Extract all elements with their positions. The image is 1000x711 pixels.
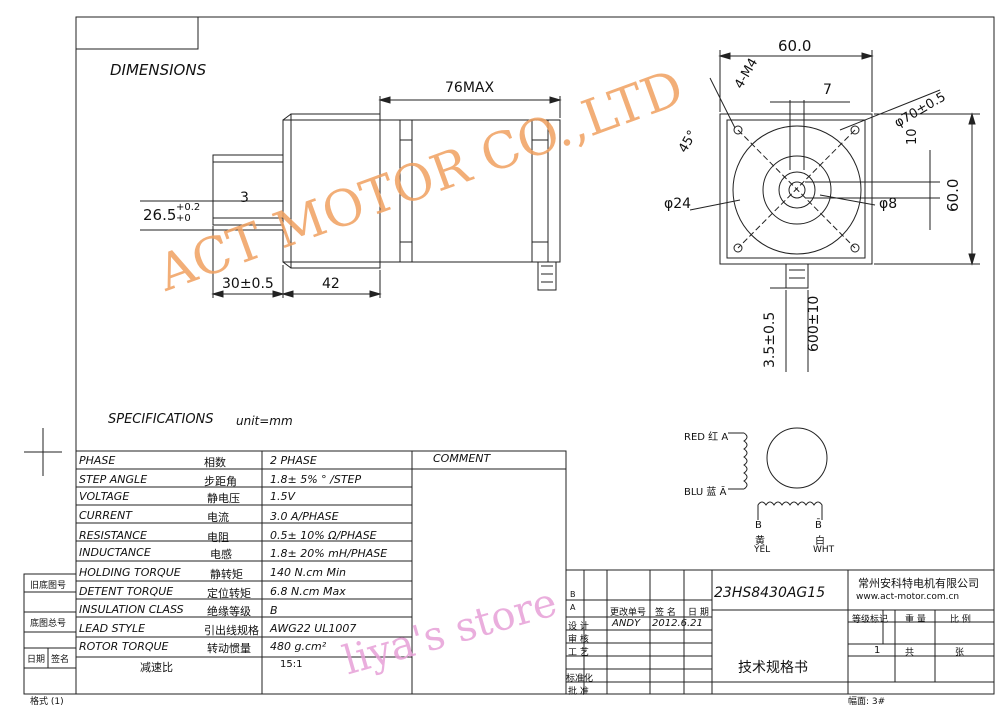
header-date: 日 期 xyxy=(688,608,709,618)
designer-name: ANDY xyxy=(612,618,641,629)
motor-front-view xyxy=(719,113,873,289)
dim-pilot-dia: φ24 xyxy=(664,196,692,212)
spec-val-10: 480 g.cm² xyxy=(270,640,327,653)
corner-box xyxy=(75,16,199,50)
dim-ten: 10 xyxy=(905,128,920,145)
spec-val-1: 1.8± 5% ° /STEP xyxy=(270,473,362,486)
dimensions-heading: DIMENSIONS xyxy=(110,61,207,79)
spec-cn-3: 电流 xyxy=(207,511,229,524)
spec-cn-5: 电感 xyxy=(210,548,232,561)
scale-label: 比 例 xyxy=(950,615,971,625)
spec-en-0: PHASE xyxy=(79,454,116,467)
spec-val-6: 140 N.cm Min xyxy=(270,566,346,579)
dim-shaft-tol-down: +0 xyxy=(176,213,191,224)
row-approve: 批 准 xyxy=(568,687,589,697)
margin-date: 日期 xyxy=(27,655,46,665)
unit-label: unit=mm xyxy=(236,414,293,428)
spec-val-3: 3.0 A/PHASE xyxy=(270,510,339,523)
header-change-no: 更改单号 xyxy=(610,608,647,618)
wiring-diagram xyxy=(728,427,828,520)
wire-b-label: B xyxy=(755,520,762,531)
margin-table xyxy=(23,573,77,695)
spec-cn-2: 静电压 xyxy=(207,492,240,505)
wire-blue-label: BLU 蓝 Ā xyxy=(684,487,727,498)
rev-a: A xyxy=(570,603,576,612)
specifications-heading: SPECIFICATIONS xyxy=(108,412,214,427)
dim-gearbox: 42 xyxy=(322,276,340,292)
dim-length: 76MAX xyxy=(445,80,495,96)
dim-width-top: 60.0 xyxy=(778,37,812,55)
company-website: www.act-motor.com.cn xyxy=(856,592,960,602)
spec-cn-6: 静转矩 xyxy=(210,568,243,581)
spec-en-6: HOLDING TORQUE xyxy=(79,566,181,579)
spec-val-11: 15:1 xyxy=(280,659,303,670)
dim-cable-offset: 3.5±0.5 xyxy=(762,311,778,368)
model-number: 23HS8430AG15 xyxy=(714,585,826,601)
spec-val-0: 2 PHASE xyxy=(270,454,317,467)
grade-mark: 等级标记 xyxy=(852,615,889,625)
margin-format: 格式 (1) xyxy=(30,697,64,707)
dim-height: 60.0 xyxy=(944,178,962,212)
margin-drawing-no: 底图总号 xyxy=(30,619,67,629)
spec-val-9: AWG22 UL1007 xyxy=(270,622,357,635)
rev-mark: B xyxy=(570,590,576,599)
spec-en-4: RESISTANCE xyxy=(79,529,147,542)
dim-shaft-length: 26.5 xyxy=(143,206,177,224)
spec-val-2: 1.5V xyxy=(270,490,296,503)
company-name: 常州安科特电机有限公司 xyxy=(858,577,979,590)
format-label: 幅面: 3# xyxy=(848,697,886,707)
doc-title: 技术规格书 xyxy=(738,660,808,676)
row-standard: 标准化 xyxy=(566,674,594,684)
dim-cable-length: 600±10 xyxy=(806,295,822,352)
spec-cn-9: 引出线规格 xyxy=(204,624,259,637)
wire-bbar-label: B̄ xyxy=(815,520,822,531)
wire-red-label: RED 红 A xyxy=(684,432,729,443)
wire-yellow-cn: 黄 xyxy=(755,536,765,547)
spec-en-5: INDUCTANCE xyxy=(79,546,151,559)
dim-flat: 3 xyxy=(240,190,249,206)
spec-cn-11: 减速比 xyxy=(140,661,173,674)
spec-cn-4: 电阻 xyxy=(207,531,229,544)
spec-val-8: B xyxy=(270,604,278,617)
dim-shaft-tol-up: +0.2 xyxy=(176,202,201,213)
wire-white-cn: 白 xyxy=(815,536,825,547)
margin-sign: 签名 xyxy=(51,655,70,665)
design-date: 2012.6.21 xyxy=(652,618,703,629)
row-design: 设 计 xyxy=(568,622,589,632)
spec-en-1: STEP ANGLE xyxy=(79,473,148,486)
spec-table-grid xyxy=(75,450,567,695)
margin-old-drawing: 旧底图号 xyxy=(30,581,67,591)
wire-wht-label: WHT xyxy=(813,545,835,555)
spec-cn-0: 相数 xyxy=(204,456,226,469)
sheet-label: 张 xyxy=(955,648,965,658)
spec-cn-7: 定位转矩 xyxy=(207,587,251,600)
spec-cn-1: 步距角 xyxy=(204,475,237,488)
spec-val-4: 0.5± 10% Ω/PHASE xyxy=(270,529,377,542)
weight-label: 重 量 xyxy=(905,615,926,625)
motor-side-view xyxy=(212,113,561,291)
title-block-grid xyxy=(565,569,995,695)
spec-en-10: ROTOR TORQUE xyxy=(79,640,169,653)
row-process: 工 艺 xyxy=(568,648,589,658)
spec-val-7: 6.8 N.cm Max xyxy=(270,585,346,598)
sheet-count: 1 xyxy=(874,645,881,656)
dim-boss: 30±0.5 xyxy=(222,276,274,292)
spec-val-5: 1.8± 20% mH/PHASE xyxy=(270,547,388,560)
spec-en-3: CURRENT xyxy=(79,509,132,522)
spec-cn-10: 转动惯量 xyxy=(207,642,251,655)
dim-key: 7 xyxy=(823,82,832,98)
total-label: 共 xyxy=(905,648,915,658)
spec-en-2: VOLTAGE xyxy=(79,490,130,503)
row-check: 审 核 xyxy=(568,635,589,645)
wire-yel-label: YEL xyxy=(754,545,771,555)
header-sign: 签 名 xyxy=(655,608,676,618)
dim-shaft-dia: φ8 xyxy=(879,196,898,212)
spec-en-8: INSULATION CLASS xyxy=(79,603,184,616)
spec-en-7: DETENT TORQUE xyxy=(79,585,174,598)
spec-cn-8: 绝缘等级 xyxy=(207,605,251,618)
comment-header: COMMENT xyxy=(433,452,491,465)
spec-en-9: LEAD STYLE xyxy=(79,622,146,635)
